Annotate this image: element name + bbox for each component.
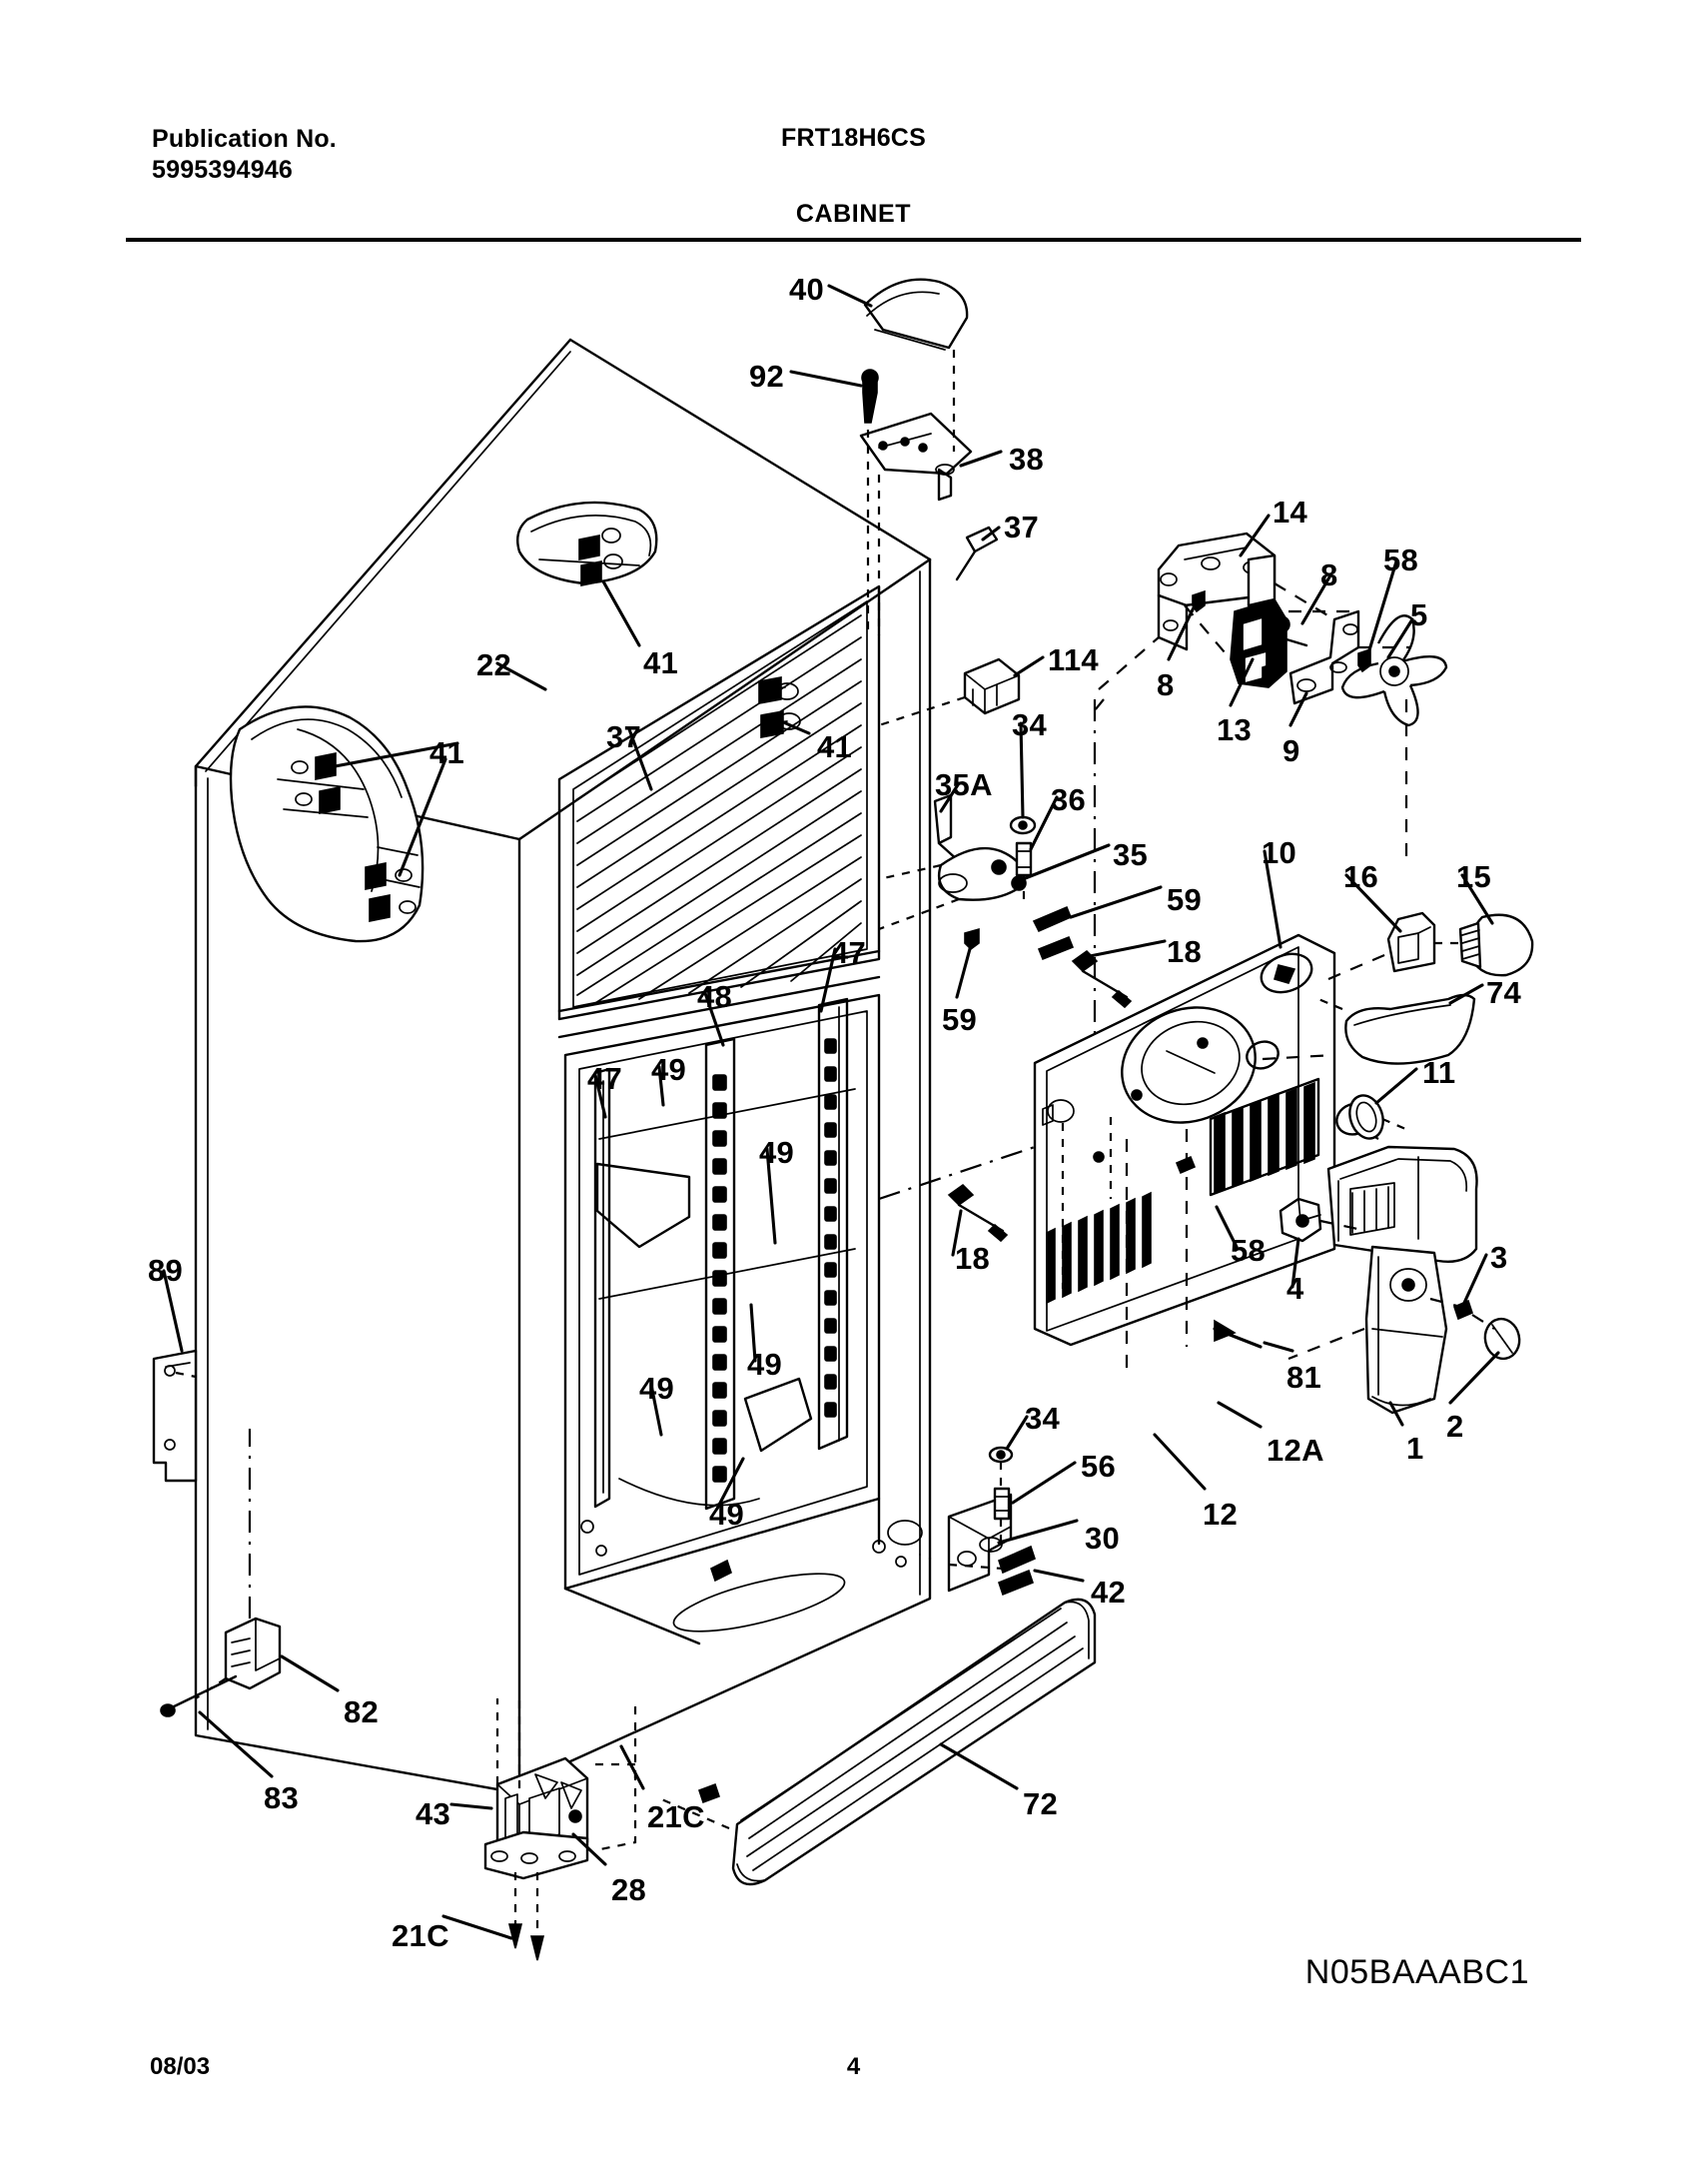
callout-28: 28 bbox=[611, 1872, 647, 1907]
model-number: FRT18H6CS bbox=[781, 124, 926, 152]
callout-37-lower: 37 bbox=[606, 719, 642, 754]
callout-1: 1 bbox=[1406, 1431, 1424, 1466]
callout-58-upper: 58 bbox=[1383, 543, 1419, 577]
callout-12A: 12A bbox=[1267, 1433, 1324, 1468]
callout-81: 81 bbox=[1286, 1360, 1322, 1395]
light-socket-and-bulb bbox=[1317, 911, 1534, 1140]
callout-48: 48 bbox=[697, 979, 733, 1014]
door-switch-114 bbox=[878, 657, 1021, 727]
publication-number: 5995394946 bbox=[152, 156, 294, 185]
callout-41-right: 41 bbox=[817, 729, 853, 764]
callout-89: 89 bbox=[148, 1253, 184, 1288]
callout-92: 92 bbox=[749, 359, 785, 394]
callout-12: 12 bbox=[1203, 1497, 1239, 1532]
lower-hinge-module bbox=[483, 1559, 732, 1961]
publication-label: Publication No. bbox=[152, 125, 337, 153]
center-hinge-assembly bbox=[878, 699, 1133, 1243]
callout-74: 74 bbox=[1486, 975, 1522, 1010]
callout-47-left: 47 bbox=[587, 1061, 623, 1096]
callout-14: 14 bbox=[1273, 495, 1308, 530]
callout-41-left: 41 bbox=[429, 735, 465, 770]
callout-35A: 35A bbox=[935, 767, 993, 802]
callout-10: 10 bbox=[1262, 835, 1297, 870]
callout-72: 72 bbox=[1023, 1786, 1059, 1821]
callout-21C-upper: 21C bbox=[647, 1799, 705, 1834]
callout-59-upper: 59 bbox=[1167, 882, 1203, 917]
callout-18-lower: 18 bbox=[955, 1241, 991, 1276]
callout-8-left: 8 bbox=[1157, 667, 1175, 702]
callout-56: 56 bbox=[1081, 1449, 1117, 1484]
callout-49-c: 49 bbox=[747, 1347, 783, 1382]
header-divider bbox=[126, 238, 1581, 242]
leveling-leg-bracket bbox=[947, 1446, 1036, 1597]
base-grille-72 bbox=[658, 1598, 1097, 1886]
callout-58-lower: 58 bbox=[1231, 1233, 1267, 1268]
callout-34-upper: 34 bbox=[1012, 707, 1048, 742]
callout-59-lower: 59 bbox=[942, 1002, 978, 1037]
callout-49-d: 49 bbox=[639, 1371, 675, 1406]
callout-2: 2 bbox=[1446, 1409, 1464, 1444]
publication-block: Publication No. 5995394946 bbox=[152, 124, 337, 187]
callout-37-upper: 37 bbox=[1004, 510, 1040, 545]
leader-lines bbox=[162, 284, 1500, 1940]
roller-assembly bbox=[160, 1429, 282, 1717]
callout-35: 35 bbox=[1113, 837, 1149, 872]
callout-38: 38 bbox=[1009, 442, 1045, 477]
footer-date: 08/03 bbox=[150, 2053, 211, 2080]
cover-41-lower bbox=[229, 705, 425, 943]
callout-11: 11 bbox=[1422, 1055, 1456, 1090]
callout-13: 13 bbox=[1217, 712, 1253, 747]
back-panel-10 bbox=[1033, 933, 1399, 1379]
callout-49-a: 49 bbox=[651, 1052, 687, 1087]
callout-43: 43 bbox=[416, 1796, 451, 1831]
cover-41-upper bbox=[516, 501, 658, 586]
callout-16: 16 bbox=[1343, 859, 1379, 894]
fan-motor-assembly bbox=[1090, 532, 1448, 859]
callout-34-lower: 34 bbox=[1025, 1401, 1061, 1436]
callout-18-upper: 18 bbox=[1167, 934, 1203, 969]
callout-47-right: 47 bbox=[831, 935, 867, 970]
hinge-cover-assembly bbox=[859, 278, 973, 635]
callout-4: 4 bbox=[1286, 1271, 1304, 1306]
callout-41-top: 41 bbox=[643, 645, 679, 680]
freezer-compartment bbox=[557, 584, 881, 1039]
callout-49-e: 49 bbox=[709, 1497, 745, 1532]
callout-15: 15 bbox=[1456, 859, 1492, 894]
rear-brace-89 bbox=[152, 1349, 198, 1483]
top-plugs-right bbox=[758, 676, 801, 738]
callout-49-b: 49 bbox=[759, 1135, 795, 1170]
handle-assembly bbox=[1213, 1145, 1521, 1415]
callout-3: 3 bbox=[1490, 1240, 1508, 1275]
callout-83: 83 bbox=[264, 1780, 300, 1815]
callout-42: 42 bbox=[1091, 1575, 1127, 1610]
callout-21C-lower: 21C bbox=[392, 1918, 449, 1953]
callout-5: 5 bbox=[1410, 597, 1428, 632]
callout-40: 40 bbox=[789, 272, 825, 307]
callout-82: 82 bbox=[344, 1694, 380, 1729]
page-title: CABINET bbox=[795, 200, 912, 228]
callout-22: 22 bbox=[476, 647, 512, 682]
callout-8-right: 8 bbox=[1320, 557, 1338, 592]
shelf-support-ladders bbox=[593, 997, 849, 1511]
footer-page-number: 4 bbox=[846, 2053, 861, 2080]
light-bulb bbox=[1458, 913, 1534, 977]
callout-114: 114 bbox=[1048, 642, 1099, 677]
cabinet-base bbox=[563, 1497, 923, 1645]
callout-36: 36 bbox=[1051, 782, 1087, 817]
callout-9: 9 bbox=[1282, 733, 1300, 768]
diagram-code: N05BAAABC1 bbox=[1304, 1953, 1529, 1991]
callout-30: 30 bbox=[1085, 1521, 1121, 1556]
